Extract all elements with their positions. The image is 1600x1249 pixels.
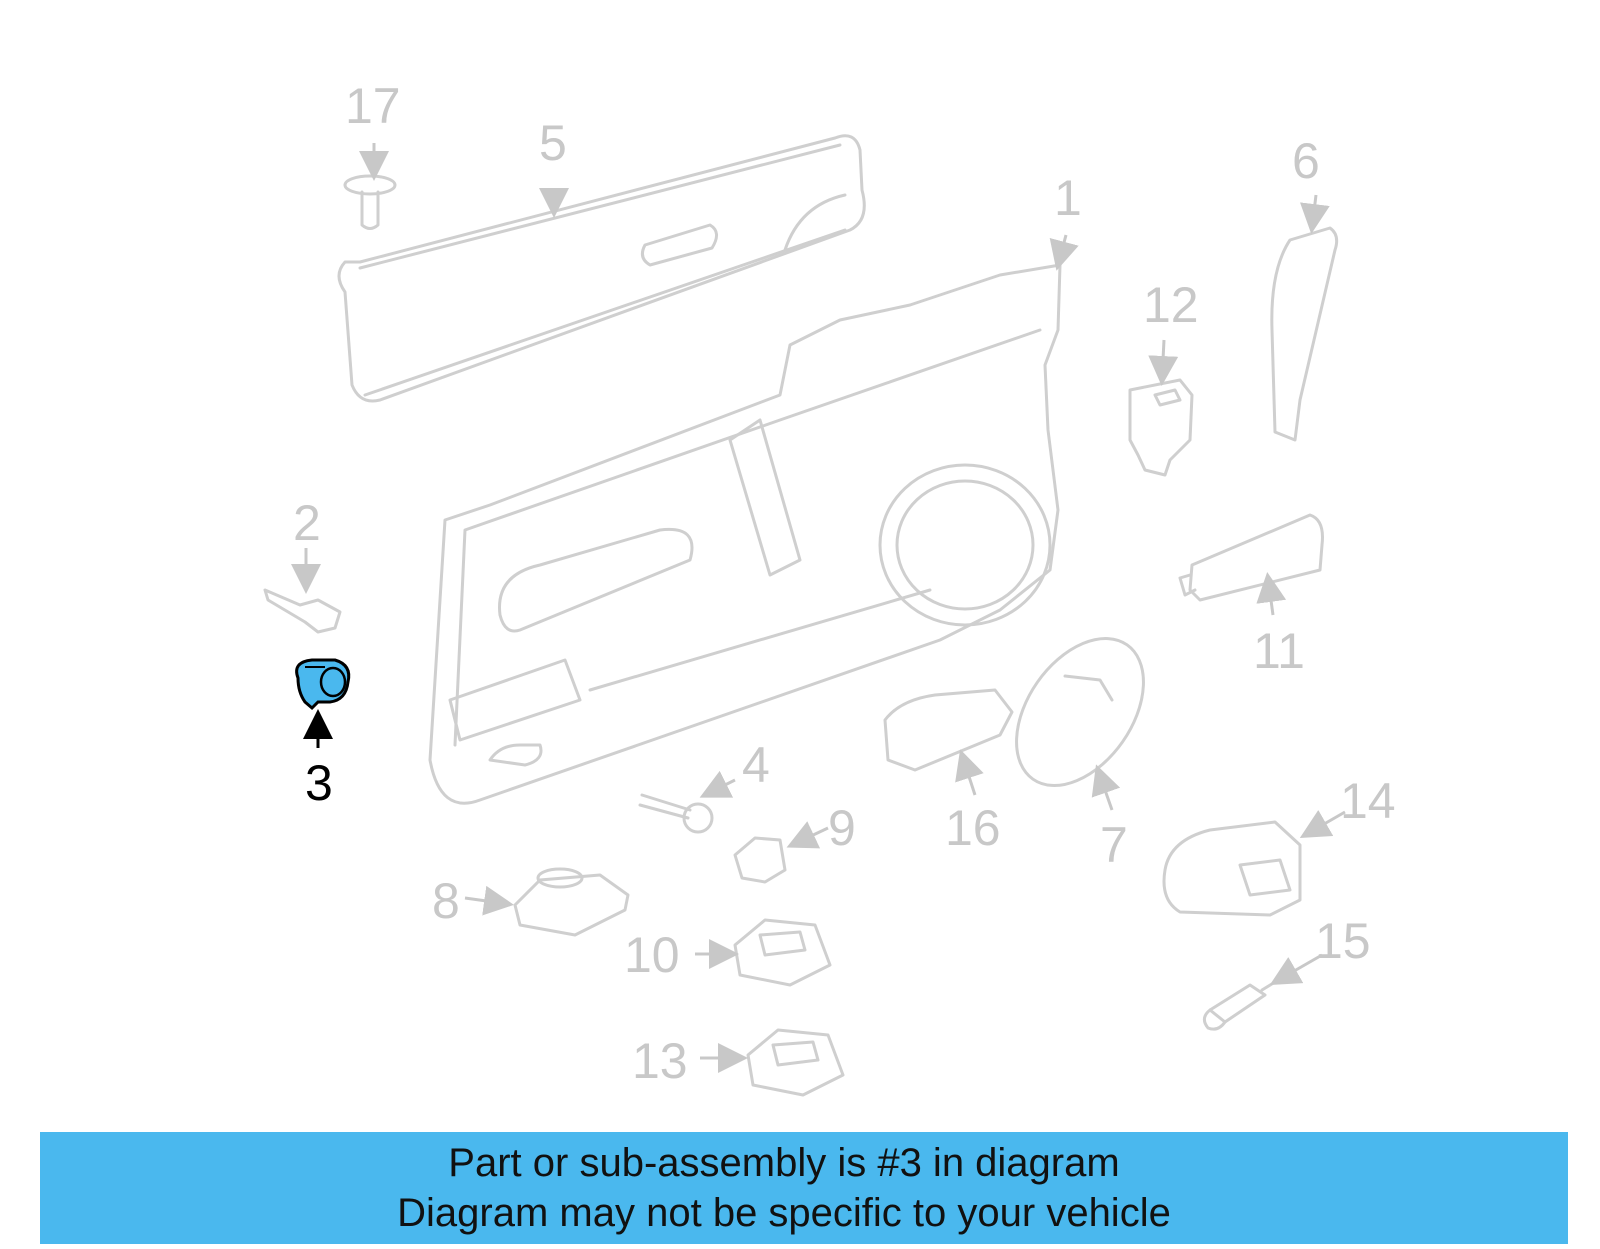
part-16-handle-cup xyxy=(883,688,1014,772)
part-7-speaker-cover xyxy=(1015,637,1145,787)
callout-9[interactable]: 9 xyxy=(828,800,856,856)
info-banner: Part or sub-assembly is #3 in diagram Di… xyxy=(40,1132,1568,1244)
part-4-bolt xyxy=(638,793,714,834)
callout-11[interactable]: 11 xyxy=(1253,623,1305,679)
part-12-switch xyxy=(1128,378,1194,477)
part-14-switch-assembly xyxy=(1162,820,1302,917)
callout-6[interactable]: 6 xyxy=(1292,133,1320,189)
callout-3[interactable]: 3 xyxy=(305,755,333,811)
part-8-bracket xyxy=(513,867,630,937)
part-17-clip xyxy=(343,174,397,230)
callout-1[interactable]: 1 xyxy=(1054,170,1082,226)
leader-lines xyxy=(291,143,1346,1073)
callout-15[interactable]: 15 xyxy=(1315,913,1371,969)
part-1-door-panel xyxy=(428,263,1062,805)
callout-2[interactable]: 2 xyxy=(293,495,321,551)
callout-4[interactable]: 4 xyxy=(742,737,770,793)
part-3-fastener-highlighted xyxy=(295,658,351,711)
callout-12[interactable]: 12 xyxy=(1143,277,1199,333)
part-15-bulb xyxy=(1203,980,1277,1031)
callout-8[interactable]: 8 xyxy=(432,873,460,929)
banner-line-disclaimer: Diagram may not be specific to your vehi… xyxy=(397,1191,1171,1235)
part-2-pin xyxy=(263,588,342,634)
part-11-handle xyxy=(1178,513,1324,602)
banner-line-part-number: Part or sub-assembly is #3 in diagram xyxy=(448,1141,1120,1185)
part-9-clip xyxy=(733,836,787,884)
callout-16[interactable]: 16 xyxy=(945,800,1001,856)
callout-10[interactable]: 10 xyxy=(624,927,680,983)
part-10-switch xyxy=(733,918,832,987)
callout-5[interactable]: 5 xyxy=(539,115,567,171)
callout-labels: 17 5 1 6 12 2 11 3 4 9 8 10 13 16 7 14 1… xyxy=(293,78,1396,1089)
callout-17[interactable]: 17 xyxy=(345,78,401,134)
callout-13[interactable]: 13 xyxy=(632,1033,688,1089)
callout-7[interactable]: 7 xyxy=(1100,817,1128,873)
part-5-upper-trim xyxy=(337,134,866,403)
part-6-trim-strip xyxy=(1270,226,1339,442)
callout-14[interactable]: 14 xyxy=(1340,773,1396,829)
part-13-switch xyxy=(746,1028,845,1097)
